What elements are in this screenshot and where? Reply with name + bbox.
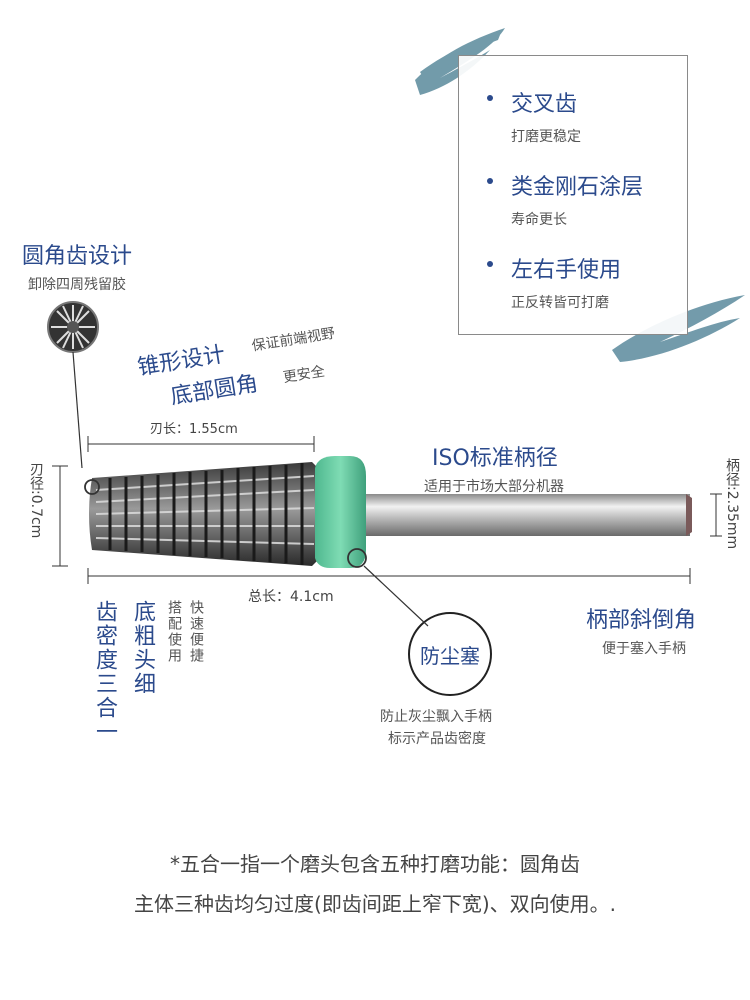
feature-subtitle: 正反转皆可打磨 (511, 295, 609, 311)
feature-subtitle: 打磨更稳定 (511, 129, 581, 145)
round-teeth-title: 圆角齿设计 (22, 244, 133, 269)
feature-title: 类金刚石涂层 (511, 175, 644, 200)
feature-box: 交叉齿 打磨更稳定 类金刚石涂层 寿命更长 左右手使用 正反转皆可打磨 (458, 55, 688, 335)
dust-cap-sub2: 标示产品齿密度 (388, 731, 486, 747)
fit-label: 搭配使用 (166, 600, 182, 664)
round-teeth-marker (84, 479, 100, 495)
bevel-subtitle: 便于塞入手柄 (602, 641, 686, 657)
iso-subtitle: 适用于市场大部分机器 (424, 479, 564, 495)
density-label: 齿密度三合一 (92, 600, 117, 744)
blade-length-label: 刃长：1.55cm (150, 422, 238, 437)
round-teeth-callout-line (72, 351, 83, 469)
dust-cap-marker (347, 548, 367, 568)
footnote-line-1: *五合一指一个磨头包含五种打磨功能：圆角齿 (170, 852, 580, 876)
round-teeth-subtitle: 卸除四周残留胶 (28, 277, 126, 293)
blade-diameter-label: 刃径:0.7cm (28, 462, 44, 539)
dust-cap (315, 456, 366, 568)
feature-title: 左右手使用 (511, 258, 622, 283)
shank (360, 494, 692, 536)
footnote-line-2: 主体三种齿均匀过度(即齿间距上窄下宽)、双向使用。. (134, 892, 616, 916)
total-length-label: 总长：4.1cm (248, 589, 334, 605)
dust-cap-title: 防尘塞 (420, 644, 480, 668)
dust-cap-callout-line (363, 565, 429, 627)
bevel-title: 柄部斜倒角 (586, 608, 697, 633)
bullet-icon (487, 261, 493, 267)
cutting-head (89, 462, 318, 566)
thick-thin-label: 底粗头细 (130, 600, 155, 696)
round-teeth-zoom (47, 301, 99, 353)
feature-subtitle: 寿命更长 (511, 212, 567, 228)
iso-title: ISO标准柄径 (432, 446, 558, 471)
fast-label: 快速便捷 (188, 600, 204, 664)
dust-cap-callout (408, 612, 492, 696)
feature-title: 交叉齿 (511, 92, 578, 117)
bullet-icon (487, 95, 493, 101)
dust-cap-sub1: 防止灰尘飘入手柄 (380, 709, 492, 725)
bullet-icon (487, 178, 493, 184)
shank-diameter-label: 柄径:2.35mm (724, 458, 740, 550)
